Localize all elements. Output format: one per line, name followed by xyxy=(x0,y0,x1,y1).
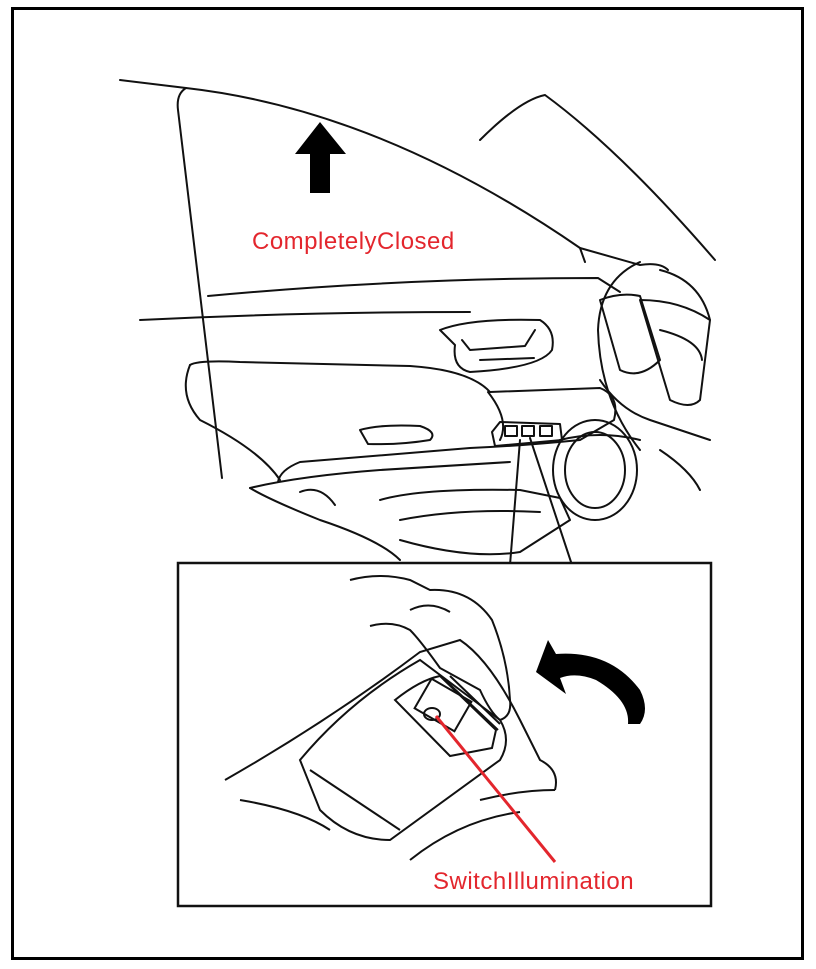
callout-line-right xyxy=(529,437,573,566)
body-line-top xyxy=(119,79,187,89)
door-upper-line xyxy=(139,311,471,321)
callout-line-left xyxy=(509,439,521,566)
completely-closed-label: CompletelyClosed xyxy=(252,228,455,255)
belt-line xyxy=(207,277,621,297)
curved-arrow-icon xyxy=(536,640,645,724)
a-pillar xyxy=(479,94,716,261)
handle-recess xyxy=(439,318,554,373)
door-window xyxy=(176,87,586,479)
steering-wheel xyxy=(597,261,711,451)
window-switch-cluster xyxy=(491,421,563,447)
armrest xyxy=(189,360,617,483)
switch-illumination-label: SwitchIllumination xyxy=(433,868,635,895)
dash-vent xyxy=(639,299,711,406)
windshield-line xyxy=(579,247,669,271)
arrow-up-icon xyxy=(295,122,346,193)
inset-detail xyxy=(176,561,713,908)
armrest-lower xyxy=(249,461,511,489)
illumination-pointer xyxy=(434,715,557,863)
speaker-ring xyxy=(552,419,638,521)
door-pocket xyxy=(379,488,571,556)
